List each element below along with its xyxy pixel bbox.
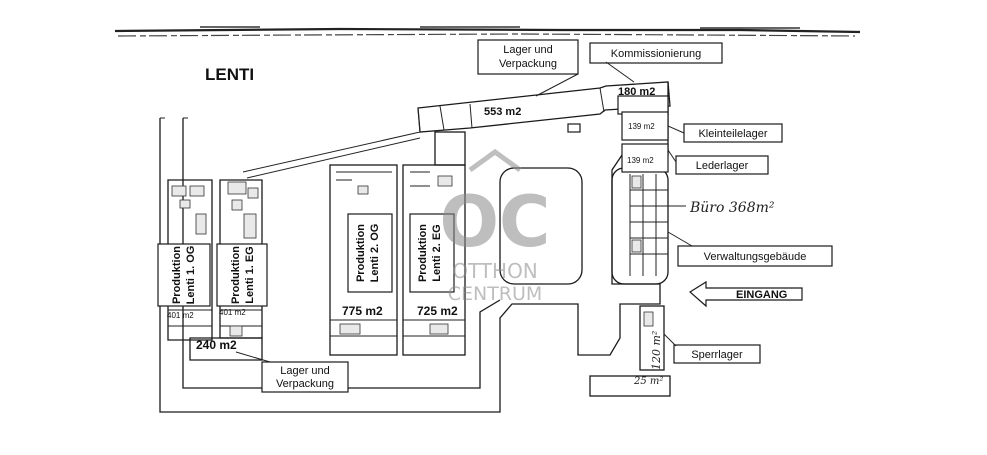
area-401-a: 401 m2 <box>167 311 194 320</box>
building-1-og <box>157 179 213 341</box>
link-lines <box>242 131 421 179</box>
area-180: 180 m2 <box>618 86 655 98</box>
area-553: 553 m2 <box>484 106 521 118</box>
svg-text:OC: OC <box>440 181 551 263</box>
area-139-b: 139 m2 <box>627 156 654 165</box>
area-240: 240 m2 <box>196 338 237 352</box>
svg-text:Lager und: Lager und <box>503 44 553 56</box>
svg-text:Produktion: Produktion <box>417 224 429 282</box>
svg-text:Verpackung: Verpackung <box>499 58 557 70</box>
label-verwaltung: Verwaltungsgebäude <box>667 231 833 267</box>
svg-text:Produktion: Produktion <box>355 224 367 282</box>
svg-text:Lenti 2. OG: Lenti 2. OG <box>369 224 381 283</box>
building-2-eg <box>402 131 466 356</box>
label-buero: Büro 368m² <box>689 200 775 216</box>
svg-text:Kleinteilelager: Kleinteilelager <box>698 128 767 140</box>
svg-text:Lenti 1. OG: Lenti 1. OG <box>185 246 197 305</box>
label-lager-top: Lager und Verpackung <box>477 39 579 97</box>
scan-edge <box>114 26 861 37</box>
watermark: OC OTTHON CENTRUM <box>440 148 551 305</box>
area-775: 775 m2 <box>342 304 383 318</box>
svg-text:Lenti 2. EG: Lenti 2. EG <box>431 224 443 281</box>
sperrlager-block <box>589 305 671 397</box>
svg-text:Produktion: Produktion <box>230 246 242 304</box>
svg-text:Lager und: Lager und <box>280 365 330 377</box>
top-corridor <box>417 81 671 133</box>
label-kommissionierung: Kommissionierung <box>589 42 723 83</box>
area-25-hand: 25 m² <box>633 376 663 387</box>
area-120-hand: 120 m² <box>650 331 663 370</box>
area-139-a: 139 m2 <box>628 122 655 131</box>
svg-text:Produktion: Produktion <box>171 246 183 304</box>
label-lager-bottom: Lager und Verpackung <box>235 351 349 393</box>
svg-text:CENTRUM: CENTRUM <box>448 283 543 305</box>
svg-text:Kommissionierung: Kommissionierung <box>611 48 701 60</box>
building-1-eg <box>189 179 268 361</box>
svg-text:Lenti 1. EG: Lenti 1. EG <box>244 246 256 303</box>
label-lederlager: Lederlager <box>667 149 769 175</box>
area-725: 725 m2 <box>417 304 458 318</box>
label-kleinteilelager: Kleinteilelager <box>667 123 783 143</box>
building-2-og <box>329 164 398 356</box>
label-sperrlager: Sperrlager <box>663 333 761 364</box>
room-prod-1-og: Produktion Lenti 1. OG <box>171 246 197 305</box>
label-eingang: EINGANG <box>688 280 803 308</box>
svg-text:EINGANG: EINGANG <box>736 289 787 301</box>
area-401-b: 401 m2 <box>219 308 246 317</box>
svg-text:Verwaltungsgebäude: Verwaltungsgebäude <box>704 251 807 263</box>
svg-text:Lederlager: Lederlager <box>696 160 749 172</box>
plan-title: LENTI <box>205 65 254 84</box>
right-rooms <box>621 111 669 276</box>
svg-text:Verpackung: Verpackung <box>276 378 334 390</box>
svg-text:Sperrlager: Sperrlager <box>691 349 743 361</box>
room-prod-2-og: Produktion Lenti 2. OG <box>355 224 381 283</box>
room-prod-2-eg: Produktion Lenti 2. EG <box>417 224 443 282</box>
room-prod-1-eg: Produktion Lenti 1. EG <box>230 246 256 304</box>
svg-text:OTTHON: OTTHON <box>452 259 538 283</box>
